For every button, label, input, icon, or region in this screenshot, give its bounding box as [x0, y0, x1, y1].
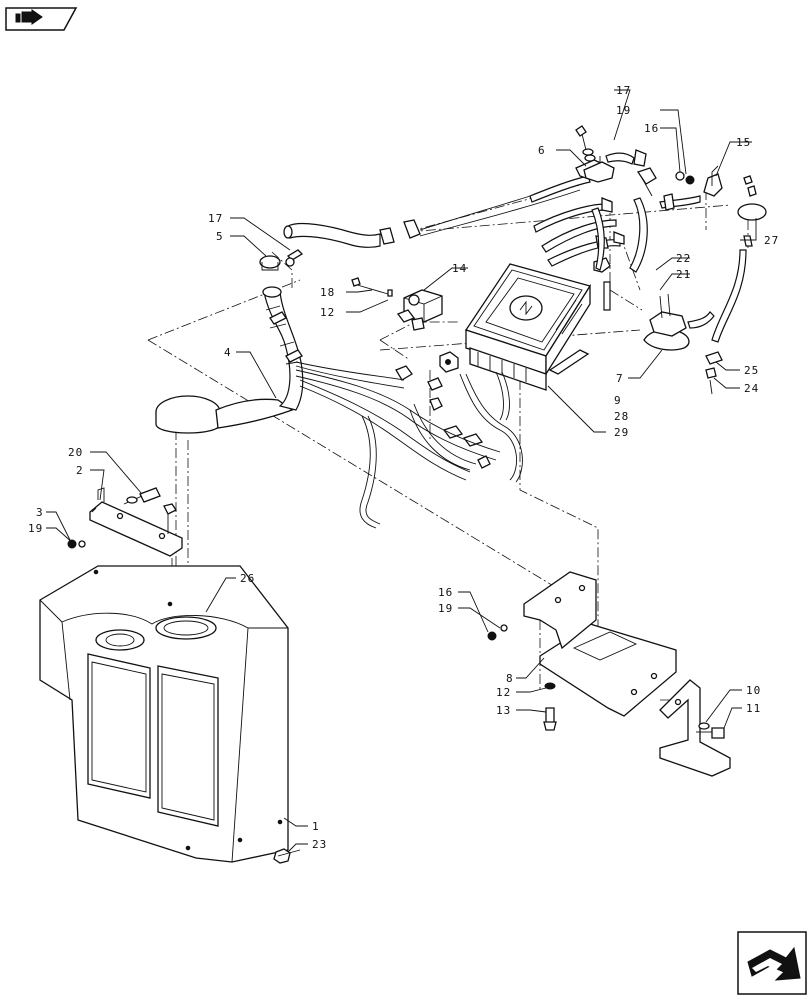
callout-19-bracket: 19 — [438, 602, 453, 615]
bolt-13 — [543, 707, 557, 731]
callout-15: 15 — [736, 136, 751, 149]
callout-19-left: 19 — [28, 522, 43, 535]
washer-12 — [544, 682, 556, 690]
connector-6 — [583, 156, 615, 183]
callout-23: 23 — [312, 838, 327, 851]
lower-hoses — [295, 361, 523, 529]
callout-26: 26 — [240, 572, 255, 585]
callout-16-bracket: 16 — [438, 586, 453, 599]
callout-4: 4 — [224, 346, 232, 359]
callout-labels: 17 19 16 6 15 17 5 27 22 14 21 18 12 4 2… — [28, 84, 779, 851]
callout-18: 18 — [320, 286, 335, 299]
fitting-cluster — [395, 351, 491, 469]
tube-harness — [283, 159, 648, 311]
bracket-2 — [89, 487, 183, 557]
callout-25: 25 — [744, 364, 759, 377]
callout-22: 22 — [676, 252, 691, 265]
filler-neck-4 — [155, 286, 304, 434]
callout-20: 20 — [68, 446, 83, 459]
bolt-20 — [123, 487, 161, 505]
callout-8: 8 — [506, 672, 514, 685]
valve-14 — [351, 277, 443, 331]
callout-1: 1 — [312, 820, 320, 833]
bolt-23 — [273, 848, 301, 864]
leader-lines — [46, 89, 757, 853]
bracket-8 — [523, 571, 677, 717]
nut-16-19-bracket — [487, 624, 508, 641]
next-page-arrow-icon[interactable] — [737, 931, 807, 995]
callout-3: 3 — [36, 506, 44, 519]
fluid-tank — [39, 565, 289, 863]
bracket-15 — [703, 165, 723, 197]
callout-29: 29 — [614, 426, 629, 439]
callout-5: 5 — [216, 230, 224, 243]
callout-24: 24 — [744, 382, 759, 395]
bracket-z — [659, 679, 731, 777]
callout-2: 2 — [76, 464, 84, 477]
callout-16-top: 16 — [644, 122, 659, 135]
control-box — [464, 263, 592, 391]
screw-17-top — [575, 125, 596, 162]
callout-17-top: 17 — [616, 84, 631, 97]
callout-27: 27 — [764, 234, 779, 247]
callout-21: 21 — [676, 268, 691, 281]
tee-fitting — [605, 149, 657, 197]
reservoir-cap-7 — [643, 293, 715, 351]
callout-7: 7 — [616, 372, 624, 385]
nut-16-19 — [675, 171, 695, 185]
hose-right — [705, 249, 747, 395]
callout-13: 13 — [496, 704, 511, 717]
expand-arrow-icon[interactable] — [5, 7, 78, 31]
callout-28: 28 — [614, 410, 629, 423]
nut-3-19 — [67, 539, 86, 549]
callout-6: 6 — [538, 144, 546, 157]
clamp-27 — [737, 175, 767, 247]
clamp-5 — [259, 255, 281, 271]
callout-17-left: 17 — [208, 212, 223, 225]
pipe-elbow — [659, 193, 701, 211]
callout-12-bottom: 12 — [496, 686, 511, 699]
callout-12-top: 12 — [320, 306, 335, 319]
callout-19-top: 19 — [616, 104, 631, 117]
screw-17-left — [285, 249, 304, 267]
bolt-vertical — [163, 503, 177, 534]
callout-14: 14 — [452, 262, 467, 275]
bolt-10-11 — [696, 722, 725, 739]
callout-11: 11 — [746, 702, 761, 715]
callout-10: 10 — [746, 684, 761, 697]
callout-9: 9 — [614, 394, 622, 407]
